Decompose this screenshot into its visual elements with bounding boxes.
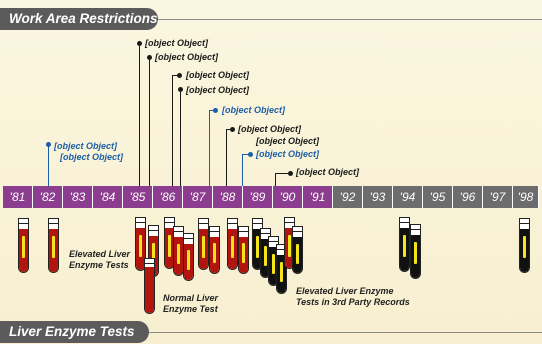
event-leader-line	[172, 76, 173, 186]
event-april-88-label: [object Object]	[238, 124, 302, 134]
year-1981: '81	[3, 186, 33, 208]
event-september-86-label: [object Object]	[186, 85, 250, 95]
event-october-87-label: [object Object]	[222, 105, 286, 115]
test-tube-elevated	[183, 233, 194, 281]
test-tube-third-party	[410, 224, 421, 279]
year-1983: '83	[63, 186, 93, 208]
event-leader-line	[209, 111, 210, 186]
event-leader-line	[48, 145, 49, 186]
work-area-restrictions-banner: Work Area Restrictions	[0, 8, 158, 30]
test-tube-third-party	[292, 226, 303, 274]
event-connector	[226, 129, 232, 130]
event-dec-88-label: [object Object]	[256, 149, 320, 159]
test-tube-third-party	[276, 244, 287, 294]
test-tube-elevated	[135, 217, 146, 271]
year-1986: '86	[153, 186, 183, 208]
event-marker	[230, 127, 235, 132]
note-normal-line1: Normal Liver	[163, 293, 219, 303]
test-tube-third-party	[519, 218, 530, 273]
event-leader-line	[139, 44, 140, 186]
note-third-party-line1: Elevated Liver Enzyme	[296, 286, 394, 296]
event-marker	[288, 171, 293, 176]
event-leader-line	[226, 130, 227, 186]
year-1987: '87	[183, 186, 213, 208]
event-leader-line	[180, 90, 181, 186]
note-third-party-line2: Tests in 3rd Party Records	[296, 297, 410, 307]
year-timeline: '81 '82 '83 '84 '85 '86 '87 '88 '89 '90 …	[3, 186, 539, 208]
event-marker	[46, 142, 51, 147]
event-april-88-sub: [object Object]	[256, 136, 320, 146]
test-tube-elevated	[198, 218, 209, 270]
event-marker	[213, 108, 218, 113]
year-1992: '92	[333, 186, 363, 208]
event-connector	[275, 173, 290, 174]
event-leader-line	[242, 155, 243, 186]
event-july-85-label: [object Object]	[155, 52, 219, 62]
event-leader-line	[275, 174, 276, 186]
event-marker	[178, 87, 183, 92]
liver-enzyme-tests-banner: Liver Enzyme Tests	[0, 321, 149, 343]
event-connector	[172, 75, 179, 76]
event-marker	[248, 152, 253, 157]
year-1996: '96	[453, 186, 483, 208]
year-1995: '95	[423, 186, 453, 208]
event-connector	[242, 154, 250, 155]
year-1985: '85	[123, 186, 153, 208]
note-elevated-line2: Enzyme Tests	[69, 260, 129, 270]
event-marker	[147, 55, 152, 60]
event-july-86-label: [object Object]	[186, 70, 250, 80]
test-tube-elevated	[238, 226, 249, 274]
event-leader-line	[149, 58, 150, 186]
event-march-82-label: [object Object]	[54, 141, 118, 151]
event-march-82-sub: [object Object]	[60, 152, 124, 162]
year-1982: '82	[33, 186, 63, 208]
event-connector	[209, 110, 215, 111]
year-1984: '84	[93, 186, 123, 208]
test-tube-normal	[144, 258, 155, 314]
year-1998: '98	[513, 186, 539, 208]
event-marker	[177, 73, 182, 78]
test-tube-elevated	[227, 218, 238, 270]
year-1994: '94	[393, 186, 423, 208]
year-1988: '88	[213, 186, 243, 208]
top-rule	[158, 19, 542, 20]
event-april-85-label: [object Object]	[145, 38, 209, 48]
test-tube-elevated	[48, 218, 59, 273]
event-march-90-label: [object Object]	[296, 167, 360, 177]
bottom-rule	[149, 332, 542, 333]
year-1991: '91	[303, 186, 333, 208]
test-tube-elevated	[209, 226, 220, 274]
year-1990: '90	[273, 186, 303, 208]
test-tube-third-party	[399, 217, 410, 272]
note-elevated-line1: Elevated Liver	[69, 249, 131, 259]
year-1993: '93	[363, 186, 393, 208]
year-1989: '89	[243, 186, 273, 208]
note-normal-line2: Enzyme Test	[163, 304, 218, 314]
test-tube-elevated	[18, 218, 29, 273]
year-1997: '97	[483, 186, 513, 208]
event-marker	[137, 41, 142, 46]
